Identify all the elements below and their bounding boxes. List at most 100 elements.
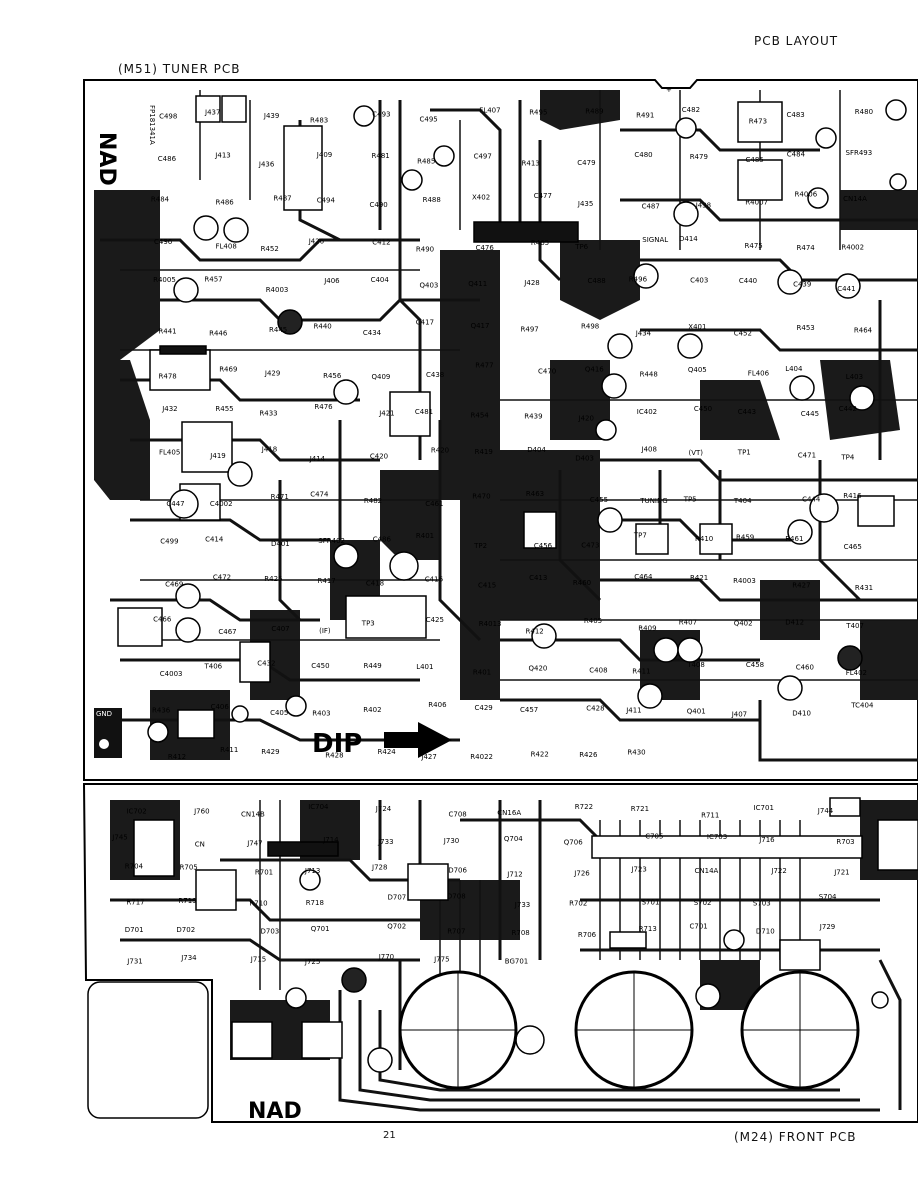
component-label: C495 xyxy=(420,115,438,123)
component-label: C497 xyxy=(474,152,492,160)
component-label: R410 xyxy=(695,535,713,543)
component-label: R478 xyxy=(159,373,177,381)
component-label: R480 xyxy=(855,108,873,116)
component-label: C494 xyxy=(317,197,336,205)
component-label: R453 xyxy=(797,324,815,332)
component-label: R479 xyxy=(690,153,708,161)
component-label: C460 xyxy=(796,663,814,671)
plus-marker-icon: + xyxy=(666,86,672,94)
component-label: C4002 xyxy=(210,500,233,508)
component-label: R488 xyxy=(423,196,441,204)
component-label: Q702 xyxy=(387,923,406,931)
component-label: R411 xyxy=(220,746,238,754)
component-label: T406 xyxy=(204,662,223,670)
component-label: C455 xyxy=(590,496,608,504)
component-label: TP1 xyxy=(737,448,751,456)
component-label: R454 xyxy=(471,411,490,419)
component-label: R427 xyxy=(792,581,810,589)
component-label: R4013 xyxy=(479,620,502,628)
component-label: C498 xyxy=(159,113,177,121)
dip-arrow-icon xyxy=(384,722,452,758)
component-label: R717 xyxy=(126,899,144,907)
component-label: J760 xyxy=(193,807,209,815)
component-label: J770 xyxy=(378,953,394,961)
component-label: FL405 xyxy=(159,449,180,457)
component-label: R465 xyxy=(531,239,549,247)
component-label: J744 xyxy=(817,807,834,815)
component-label: TUNING xyxy=(639,497,667,505)
component-label: C466 xyxy=(153,615,172,623)
component-label: C439 xyxy=(793,281,811,289)
component-label: IC402 xyxy=(637,408,657,416)
component-label: R4003 xyxy=(733,577,756,585)
component-label: C416 xyxy=(425,576,444,584)
component-label: J435 xyxy=(577,200,593,208)
component-label: C450 xyxy=(694,405,712,413)
component-label: J715 xyxy=(250,956,266,964)
component-label: C486 xyxy=(158,155,177,163)
component-label: C483 xyxy=(787,111,805,119)
component-label: J434 xyxy=(635,329,652,337)
component-label: R425 xyxy=(264,575,282,583)
component-label: X402 xyxy=(472,193,490,201)
component-label: R419 xyxy=(475,448,493,456)
component-label: J731 xyxy=(126,957,142,965)
component-label: R4003 xyxy=(266,286,289,294)
component-label: J437 xyxy=(204,109,220,117)
component-label: S704 xyxy=(819,893,837,901)
component-label: C450 xyxy=(311,662,329,670)
component-label: C404 xyxy=(371,276,390,284)
component-label: R497 xyxy=(521,326,539,334)
component-label: C413 xyxy=(529,574,547,582)
component-label: J436 xyxy=(258,160,275,168)
component-label: R495 xyxy=(529,108,547,116)
component-label: R409 xyxy=(638,624,656,632)
front-brand-logo: NAD xyxy=(248,1099,302,1124)
component-label: C403 xyxy=(690,277,708,285)
display-window-crosshairs xyxy=(400,972,858,1088)
component-label: C474 xyxy=(310,491,329,499)
component-label: J428 xyxy=(523,279,539,287)
component-label: D710 xyxy=(756,928,775,936)
component-label: C486 xyxy=(373,535,392,543)
component-label: D414 xyxy=(679,235,698,243)
mounting-hole-icon xyxy=(99,739,109,749)
component-label: D701 xyxy=(125,926,144,934)
component-label: J728 xyxy=(371,864,387,872)
component-label: FL406 xyxy=(748,370,770,378)
component-label: TP5 xyxy=(683,495,697,503)
component-label: R412 xyxy=(526,628,544,636)
component-label: R702 xyxy=(569,900,587,908)
component-label: C428 xyxy=(586,705,604,713)
component-label: J747 xyxy=(246,840,262,848)
component-label: R401 xyxy=(416,532,434,540)
component-label: R705 xyxy=(180,863,198,871)
front-pcb-title: (M24) FRONT PCB xyxy=(734,1130,857,1144)
component-label: Q704 xyxy=(504,835,523,843)
component-label: (VT) xyxy=(689,449,704,457)
component-label: CN xyxy=(195,841,205,849)
tuner-traces xyxy=(100,100,918,762)
component-label: C469 xyxy=(165,581,183,589)
component-label: R413 xyxy=(522,160,540,168)
dip-label: DIP xyxy=(312,729,362,759)
component-label: J406 xyxy=(323,277,340,285)
component-label: J712 xyxy=(506,871,522,879)
component-label: C443 xyxy=(738,408,756,416)
component-label: R421 xyxy=(690,574,708,582)
component-label: R708 xyxy=(512,929,530,937)
component-label: R491 xyxy=(636,112,654,120)
component-label: R4002 xyxy=(841,244,864,252)
component-label: R441 xyxy=(158,327,176,335)
component-label: J724 xyxy=(375,805,392,813)
component-label: CN14A xyxy=(843,195,867,203)
tuner-pcb-title: (M51) TUNER PCB xyxy=(118,62,241,76)
component-label: J723 xyxy=(630,866,646,874)
component-label: R707 xyxy=(447,927,465,935)
component-label: R420 xyxy=(431,447,449,455)
component-label: R477 xyxy=(475,361,493,369)
component-label: R710 xyxy=(249,900,267,908)
component-label: J439 xyxy=(263,112,279,120)
